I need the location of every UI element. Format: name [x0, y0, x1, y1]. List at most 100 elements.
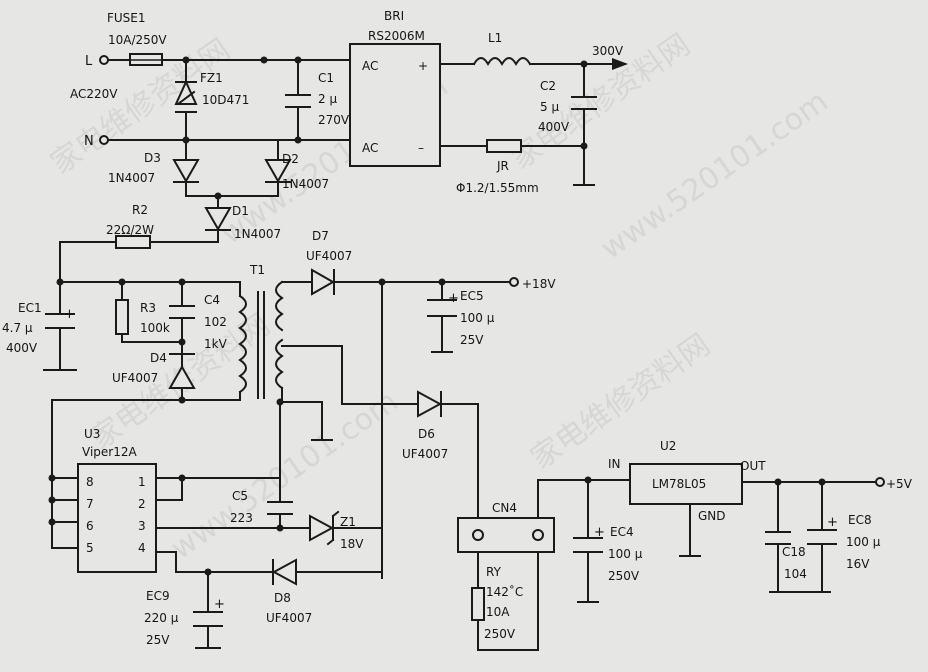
c4-voltage: 1kV [204, 337, 228, 351]
r3-value: 100k [140, 321, 170, 335]
ec1-plus: + [64, 307, 75, 322]
capacitor-c4 [169, 281, 195, 355]
regulator-section: CN4 RY 142˚C 10A 250V IN + EC4 100 μ 250… [457, 439, 913, 651]
u2-in-label: IN [608, 457, 621, 471]
node-l-label: L [85, 54, 93, 69]
transformer-t1-secondary-18v [275, 280, 284, 332]
jumper-jr [486, 139, 522, 153]
d4-ref: D4 [150, 351, 167, 365]
d7-value: UF4007 [306, 249, 352, 263]
varistor-fz1 [176, 90, 196, 106]
z1-ref: Z1 [340, 515, 356, 529]
d6-ref: D6 [418, 427, 435, 441]
ec5-plus: + [448, 291, 459, 306]
ec9-voltage: 25V [146, 633, 170, 647]
u3-pin3: 3 [138, 519, 146, 533]
ec8-ref: EC8 [848, 513, 872, 527]
br1-ac1: AC [362, 59, 378, 73]
d7-ref: D7 [312, 229, 329, 243]
zener-z1 [309, 514, 335, 542]
c1-voltage: 270V [318, 113, 350, 127]
watermark: www.520101.com [165, 384, 405, 567]
c1-ref: C1 [318, 71, 334, 85]
thermal-fuse-ry [471, 587, 485, 621]
terminal-18v [509, 277, 519, 287]
ec9-plus: + [214, 597, 225, 612]
u3-pin4: 4 [138, 541, 146, 555]
d3-value: 1N4007 [108, 171, 155, 185]
ec4-voltage: 250V [608, 569, 640, 583]
capacitor-c1 [285, 59, 311, 141]
ry-current: 10A [486, 605, 510, 619]
ec8-voltage: 16V [846, 557, 870, 571]
diode-d2 [264, 159, 292, 184]
u2-ref: U2 [660, 439, 676, 453]
watermark: 家电维修资料网 [525, 327, 717, 476]
mains-input-section: L FUSE1 10A/250V AC220V N FZ1 10D471 C1 … [59, 9, 628, 249]
d2-ref: D2 [282, 152, 299, 166]
fz1-ref: FZ1 [200, 71, 223, 85]
resistor-r2 [115, 235, 151, 249]
d4-value: UF4007 [112, 371, 158, 385]
u3-pin7: 7 [86, 497, 94, 511]
c1-value: 2 μ [318, 92, 337, 106]
junction-dots [48, 56, 826, 576]
ec4-value: 100 μ [608, 547, 643, 561]
z1-value: 18V [340, 537, 364, 551]
c5-value: 223 [230, 511, 253, 525]
ry-ref: RY [486, 565, 502, 579]
terminal-l [99, 55, 109, 65]
bridge-rectifier-br1 [349, 43, 441, 167]
cn4-pin2 [532, 529, 544, 541]
u2-out-label: OUT [740, 459, 766, 473]
br1-ref: BRI [384, 9, 404, 23]
fz1-value: 10D471 [202, 93, 249, 107]
capacitor-ec8 [807, 481, 837, 593]
primary-section: + EC1 4.7 μ 400V R3 100k C4 102 1kV D4 U… [2, 229, 556, 579]
c2-ref: C2 [540, 79, 556, 93]
diode-d8 [271, 558, 297, 586]
ec1-value: 4.7 μ [2, 321, 33, 335]
br1-minus: – [418, 141, 424, 155]
u2-value: LM78L05 [652, 477, 706, 491]
u3-ref: U3 [84, 427, 100, 441]
node-300v-label: 300V [592, 44, 624, 58]
capacitor-ec5 [427, 281, 457, 353]
ec9-ref: EC9 [146, 589, 170, 603]
inductor-l1 [472, 57, 532, 66]
br1-plus: + [418, 59, 428, 73]
ic-u3 [77, 463, 157, 573]
node-ac-label: AC220V [70, 87, 118, 101]
c18-ref: C18 [782, 545, 806, 559]
capacitor-c5 [267, 401, 293, 529]
u3-pin6: 6 [86, 519, 94, 533]
transformer-t1-secondary-aux [275, 338, 284, 390]
u3-pin8: 8 [86, 475, 94, 489]
node-18v-label: +18V [522, 277, 556, 291]
ec4-plus: + [594, 525, 605, 540]
capacitor-ec4 [573, 479, 603, 603]
br1-ac2: AC [362, 141, 378, 155]
d6-value: UF4007 [402, 447, 448, 461]
d8-value: UF4007 [266, 611, 312, 625]
diode-d1 [204, 207, 232, 232]
l1-ref: L1 [488, 31, 502, 45]
transformer-t1-primary [238, 294, 247, 394]
d3-ref: D3 [144, 151, 161, 165]
u3-pin5: 5 [86, 541, 94, 555]
diode-d6 [417, 390, 443, 418]
controller-section: U3 Viper12A 8 7 6 5 1 2 3 4 C5 223 Z1 18… [51, 401, 383, 649]
u3-pin1: 1 [138, 475, 146, 489]
ec5-value: 100 μ [460, 311, 495, 325]
regulator-u2 [629, 463, 743, 505]
resistor-r3 [115, 299, 129, 335]
ec8-plus: + [827, 515, 838, 530]
br1-value: RS2006M [368, 29, 425, 43]
diode-d7 [311, 268, 336, 296]
c18-value: 104 [784, 567, 807, 581]
ec5-ref: EC5 [460, 289, 484, 303]
d2-value: 1N4007 [282, 177, 329, 191]
ry-voltage: 250V [484, 627, 516, 641]
ec4-ref: EC4 [610, 525, 634, 539]
